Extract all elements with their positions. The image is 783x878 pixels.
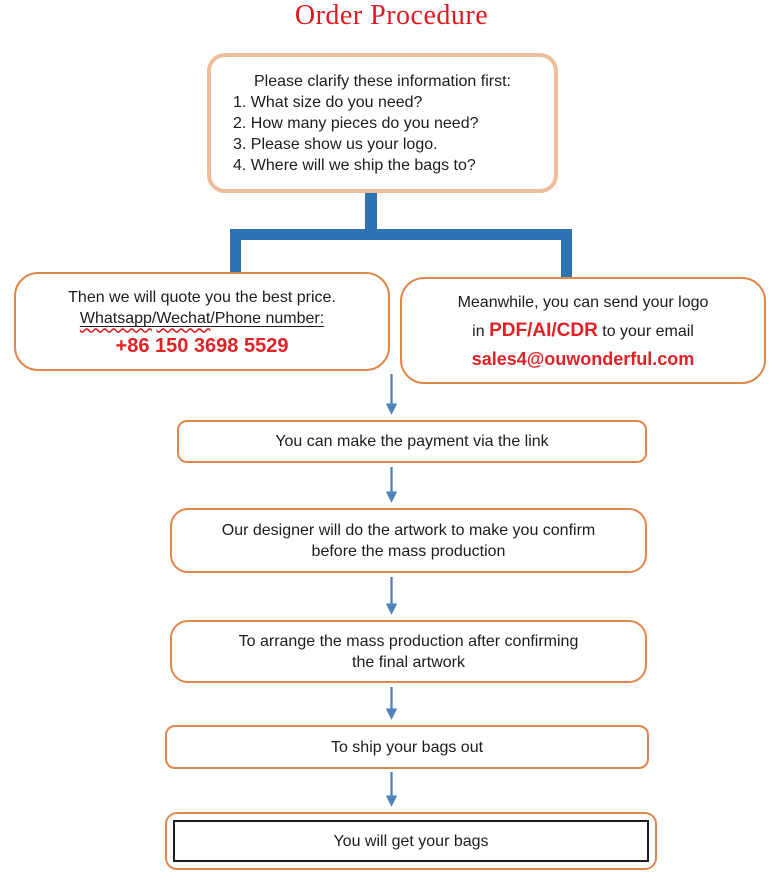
quote-box: Then we will quote you the best price. W… (14, 272, 390, 371)
logo-formats: PDF/AI/CDR (489, 320, 598, 341)
send-logo-box: Meanwhile, you can send your logo in PDF… (400, 277, 766, 384)
page-title: Order Procedure (294, 0, 489, 31)
production-line1: To arrange the mass production after con… (238, 632, 579, 650)
clarify-info-box: Please clarify these information first: … (207, 53, 558, 193)
phone-number: +86 150 3698 5529 (115, 334, 289, 357)
artwork-box: Our designer will do the artwork to make… (170, 508, 647, 573)
contact-slash: / (151, 309, 157, 327)
payment-text: You can make the payment via the link (275, 433, 549, 450)
contact-whatsapp: Whatsapp (79, 309, 152, 327)
artwork-line1: Our designer will do the artwork to make… (221, 521, 596, 539)
production-box: To arrange the mass production after con… (170, 620, 647, 683)
production-line2: the final artwork (352, 653, 465, 671)
quote-line: Then we will quote you the best price. (68, 288, 336, 306)
connector-trunk (230, 192, 572, 279)
email-address: sales4@ouwonderful.com (471, 349, 695, 369)
contact-line: Whatsapp/Wechat/Phone number: (80, 308, 324, 329)
contact-rest: /Phone number: (210, 309, 325, 327)
ship-text: To ship your bags out (330, 738, 484, 756)
receive-text: You will get your bags (333, 832, 489, 850)
ship-box: To ship your bags out (165, 725, 649, 769)
clarify-item-size: 1. What size do you need? (233, 94, 423, 111)
logo-line1: Meanwhile, you can send your logo (457, 294, 709, 311)
payment-box: You can make the payment via the link (177, 420, 647, 463)
clarify-item-logo: 3. Please show us your logo. (233, 136, 438, 153)
logo-line2: in PDF/AI/CDR to your email (472, 320, 694, 342)
contact-wechat: Wechat (156, 309, 211, 327)
logo-line2-prefix: in (472, 323, 490, 340)
clarify-item-qty: 2. How many pieces do you need? (233, 115, 479, 132)
clarify-heading: Please clarify these information first: (254, 73, 511, 90)
receive-box: You will get your bags (165, 812, 657, 870)
receive-inner-frame: You will get your bags (173, 820, 649, 862)
logo-line2-suffix: to your email (597, 323, 694, 340)
artwork-line2: before the mass production (311, 542, 506, 560)
clarify-item-ship: 4. Where will we ship the bags to? (233, 157, 476, 174)
